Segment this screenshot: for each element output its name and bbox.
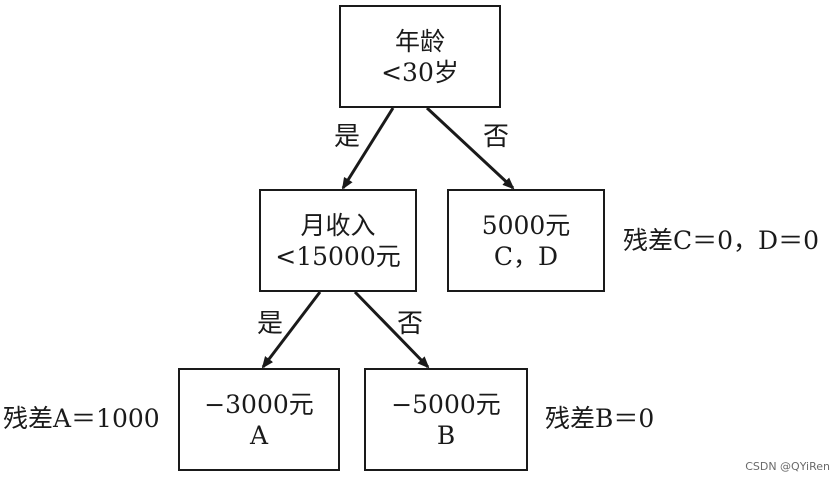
root-node-line1: 年龄 bbox=[394, 26, 445, 56]
leaf-cd-line2: C，D bbox=[493, 241, 559, 271]
income-node: 月收入 <15000元 bbox=[259, 189, 417, 292]
residual-a-note: 残差A＝1000 bbox=[3, 404, 160, 433]
edge-income-no bbox=[353, 290, 430, 369]
leaf-cd-node: 5000元 C，D bbox=[447, 189, 605, 292]
edge-root-yes bbox=[341, 107, 395, 190]
edge-income-yes bbox=[261, 291, 322, 369]
leaf-a-line2: A bbox=[249, 420, 269, 450]
edge-root-no bbox=[425, 106, 515, 190]
watermark: CSDN @QYiRen bbox=[745, 460, 830, 473]
edge-label-income-no: 否 bbox=[397, 309, 424, 339]
income-node-line2: <15000元 bbox=[275, 241, 401, 271]
edge-label-income-yes: 是 bbox=[257, 309, 284, 339]
leaf-a-line1: −3000元 bbox=[204, 389, 314, 419]
income-node-line1: 月收入 bbox=[300, 210, 376, 240]
leaf-a-node: −3000元 A bbox=[178, 368, 340, 471]
leaf-b-line1: −5000元 bbox=[391, 389, 501, 419]
leaf-b-line2: B bbox=[436, 420, 456, 450]
edge-label-root-yes: 是 bbox=[334, 122, 361, 152]
edge-label-root-no: 否 bbox=[483, 122, 510, 152]
residual-cd-note: 残差C＝0，D＝0 bbox=[623, 226, 819, 255]
leaf-cd-line1: 5000元 bbox=[481, 210, 571, 240]
root-node: 年龄 <30岁 bbox=[339, 5, 501, 108]
residual-b-note: 残差B＝0 bbox=[545, 404, 655, 433]
leaf-b-node: −5000元 B bbox=[364, 368, 528, 471]
root-node-line2: <30岁 bbox=[381, 57, 459, 87]
